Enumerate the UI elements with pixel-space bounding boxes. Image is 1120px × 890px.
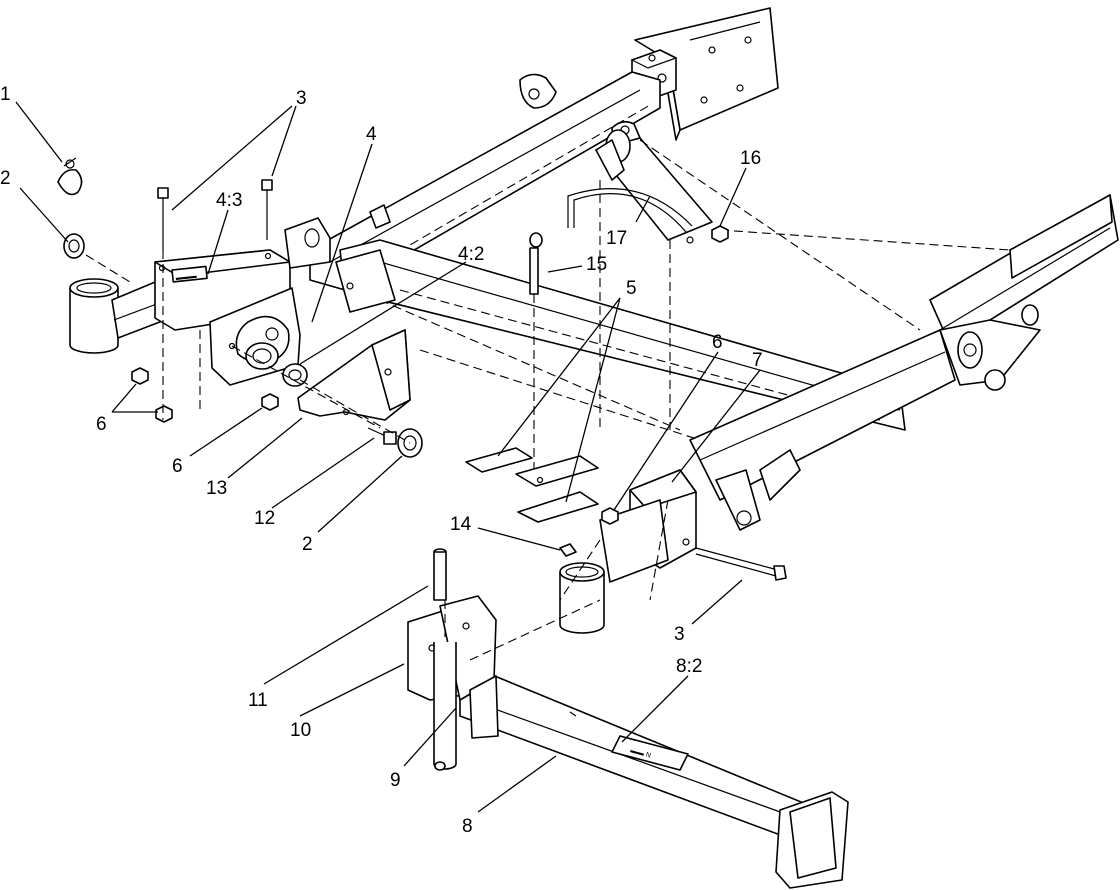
callout-6-right: 6 bbox=[712, 332, 723, 353]
hairpin-cotter-1 bbox=[57, 157, 83, 196]
callout-5: 5 bbox=[626, 278, 637, 299]
decal-4-3 bbox=[171, 265, 208, 283]
callout-9: 9 bbox=[390, 770, 401, 791]
left-mount-ear bbox=[284, 217, 331, 269]
nut-16 bbox=[711, 225, 729, 243]
decal-8-2 bbox=[611, 735, 689, 771]
left-arm-tube bbox=[111, 279, 166, 339]
frame-hidden-outline bbox=[379, 139, 1011, 441]
tongue-end-plate bbox=[775, 791, 849, 889]
pads-5 bbox=[465, 447, 599, 523]
hitch-pin-15 bbox=[529, 232, 543, 480]
callout-14: 14 bbox=[450, 514, 472, 535]
tongue-hidden-lines bbox=[444, 599, 601, 661]
callout-16: 16 bbox=[740, 148, 761, 169]
callout-13: 13 bbox=[206, 478, 227, 499]
callout-4: 4 bbox=[366, 124, 377, 145]
leader-lines bbox=[15, 101, 761, 813]
washer-2-upper bbox=[63, 233, 85, 259]
callout-8-2: 8:2 bbox=[676, 656, 702, 677]
callout-labels: 1 2 3 4:3 4 4:2 16 17 15 5 6 7 6 6 13 12… bbox=[0, 84, 763, 837]
callout-4-2: 4:2 bbox=[458, 244, 484, 265]
callout-8: 8 bbox=[462, 816, 473, 837]
frame-right-hinge bbox=[715, 449, 801, 531]
hitch-hidden-lines bbox=[559, 499, 669, 601]
callout-12: 12 bbox=[254, 508, 275, 529]
callout-17: 17 bbox=[606, 228, 627, 249]
hitch-pivot-tube bbox=[559, 562, 605, 634]
callout-10: 10 bbox=[290, 720, 311, 741]
left-hidden-lines bbox=[85, 250, 411, 444]
callout-3-bolts: 3 bbox=[296, 88, 307, 109]
frame-cross-shaft bbox=[595, 129, 713, 241]
left-pivot-tube bbox=[69, 278, 119, 354]
pin-9 bbox=[433, 642, 457, 771]
callout-2-lower: 2 bbox=[302, 534, 313, 555]
bracket-13 bbox=[297, 329, 411, 421]
callout-15: 15 bbox=[586, 254, 607, 275]
callout-1: 1 bbox=[0, 84, 11, 105]
bolts-3-upper bbox=[157, 179, 273, 250]
callout-3-right: 3 bbox=[674, 624, 685, 645]
callout-6-left: 6 bbox=[96, 414, 107, 435]
frame-right-arm bbox=[689, 304, 1041, 501]
hitch-receiver-7 bbox=[599, 469, 697, 583]
callout-4-3: 4:3 bbox=[216, 190, 242, 211]
pin-11 bbox=[433, 548, 447, 601]
svg-text:▬▬▬: ▬▬▬ bbox=[175, 273, 197, 282]
nut-6-right bbox=[601, 507, 619, 525]
bolt-3-right bbox=[695, 547, 787, 581]
bolt-12 bbox=[367, 427, 397, 445]
callout-2-washer: 2 bbox=[0, 168, 11, 189]
wire-hoop-17 bbox=[567, 188, 694, 244]
nuts-6-left bbox=[131, 367, 279, 423]
callout-11: 11 bbox=[248, 690, 268, 711]
pin-14 bbox=[559, 543, 577, 557]
left-frame-end bbox=[335, 204, 396, 313]
callout-7: 7 bbox=[752, 350, 763, 371]
callout-6-lower: 6 bbox=[172, 456, 183, 477]
